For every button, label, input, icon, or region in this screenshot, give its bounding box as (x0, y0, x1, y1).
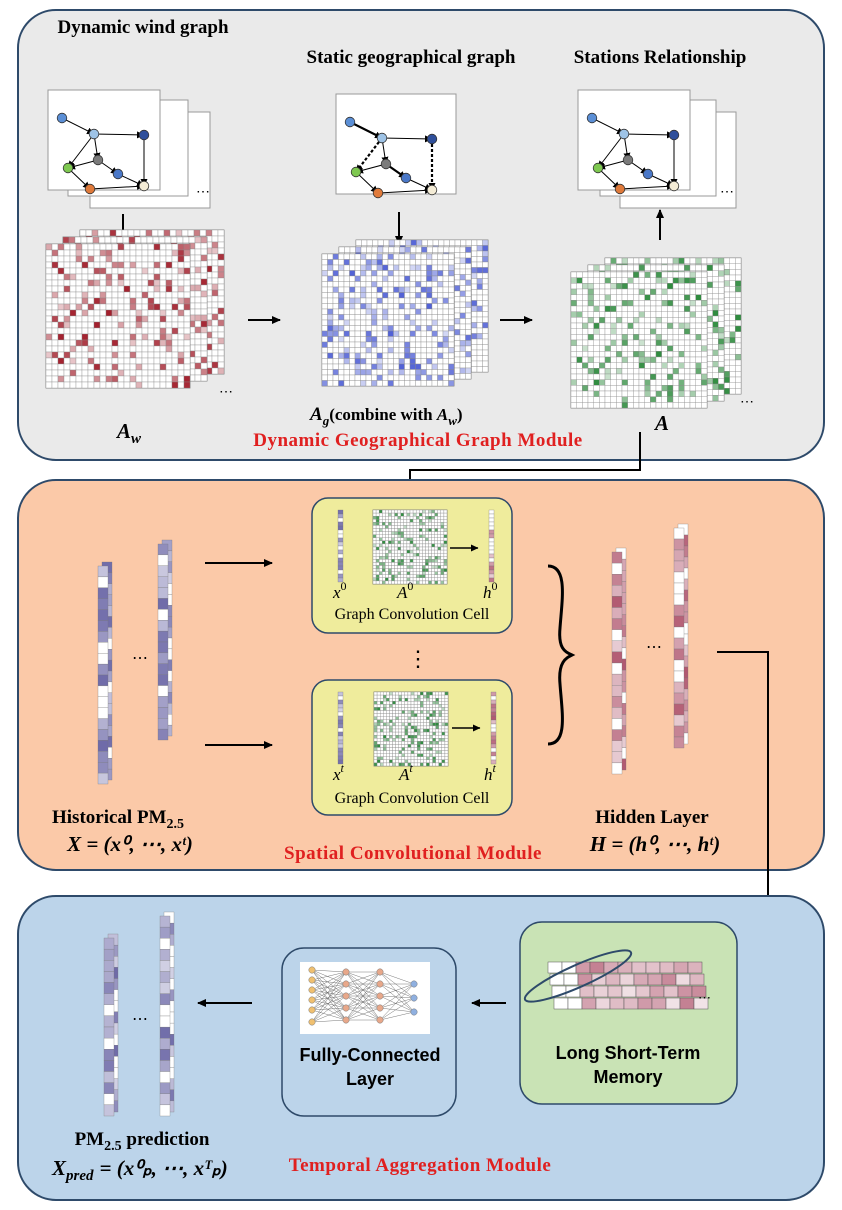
x0-label: x0 (332, 579, 347, 602)
x-formula: X = (x⁰, ⋯, xᵗ) (66, 832, 193, 856)
wind-graph-ellipsis: ⋯ (196, 185, 210, 200)
scm-label: Spatial Convolutional Module (284, 843, 542, 864)
a-label: A (653, 411, 669, 435)
lstm-label-2: Memory (593, 1067, 662, 1087)
rel-graph-stack: ⋯ (577, 89, 737, 209)
fc-label-2: Layer (346, 1069, 394, 1089)
geo-graph (335, 93, 457, 199)
geo-matrix-stack (321, 239, 489, 387)
lstm-ellipsis: ⋯ (698, 990, 711, 1005)
hidden-layer-vectors (611, 523, 689, 775)
geo-graph-stack (335, 93, 457, 199)
xpred-formula: Xpred= (x⁰ₚ, ⋯, xᵀₚ) (51, 1156, 228, 1184)
wind-matrix-stack (45, 229, 225, 389)
input-ellipsis: ⋯ (132, 650, 148, 667)
rel-matrix-ellipsis: ⋯ (740, 395, 754, 410)
xt-label: xt (332, 761, 345, 784)
prediction-vectors (103, 911, 175, 1117)
gcc-vertical-ellipsis: ⋮ (407, 646, 429, 671)
historical-label: Historical PM2.5 (52, 807, 184, 832)
wind-graph-title: Dynamic wind graph (57, 17, 228, 38)
hidden-ellipsis: ⋯ (646, 639, 662, 656)
relationship-graph (577, 89, 691, 195)
a0-label: A0 (396, 579, 413, 602)
wind-graph-stack: ⋯ (47, 89, 211, 209)
relationship-matrix-stack (570, 257, 742, 409)
output-ellipsis: ⋯ (132, 1011, 148, 1028)
h0-label: h0 (483, 579, 498, 602)
gcc-cell-t: xt At ht Graph Convolution Cell (311, 679, 513, 816)
dggm-label: Dynamic Geographical Graph Module (253, 430, 582, 451)
gcc0-label: Graph Convolution Cell (335, 606, 490, 623)
fc-layer-box: Fully-Connected Layer (281, 947, 457, 1117)
aw-label: Aw (115, 419, 142, 447)
brace (547, 564, 576, 746)
hidden-label: Hidden Layer (595, 807, 709, 828)
ht-label: ht (484, 761, 497, 784)
lstm-label-1: Long Short-Term (556, 1043, 701, 1063)
tam-label: Temporal Aggregation Module (289, 1155, 552, 1176)
h-formula: H = (h⁰, ⋯, hᵗ) (589, 832, 721, 856)
wind-matrix-ellipsis: ⋯ (219, 385, 233, 400)
gcc-cell-0: x0 A0 h0 Graph Convolution Cell (311, 497, 513, 634)
rel-graph-title: Stations Relationship (574, 47, 747, 68)
wind-graph (47, 89, 161, 195)
ag-label: Ag(combine with Aw) (309, 404, 463, 428)
fc-label-1: Fully-Connected (299, 1045, 440, 1065)
lstm-box: ⋯ Long Short-Term Memory (519, 921, 738, 1105)
rel-graph-ellipsis: ⋯ (720, 185, 734, 200)
historical-input-vectors (97, 539, 173, 785)
geo-graph-title: Static geographical graph (307, 47, 516, 68)
prediction-label: PM2.5 prediction (75, 1129, 210, 1154)
at-label: At (398, 761, 413, 784)
gcct-label: Graph Convolution Cell (335, 790, 490, 807)
